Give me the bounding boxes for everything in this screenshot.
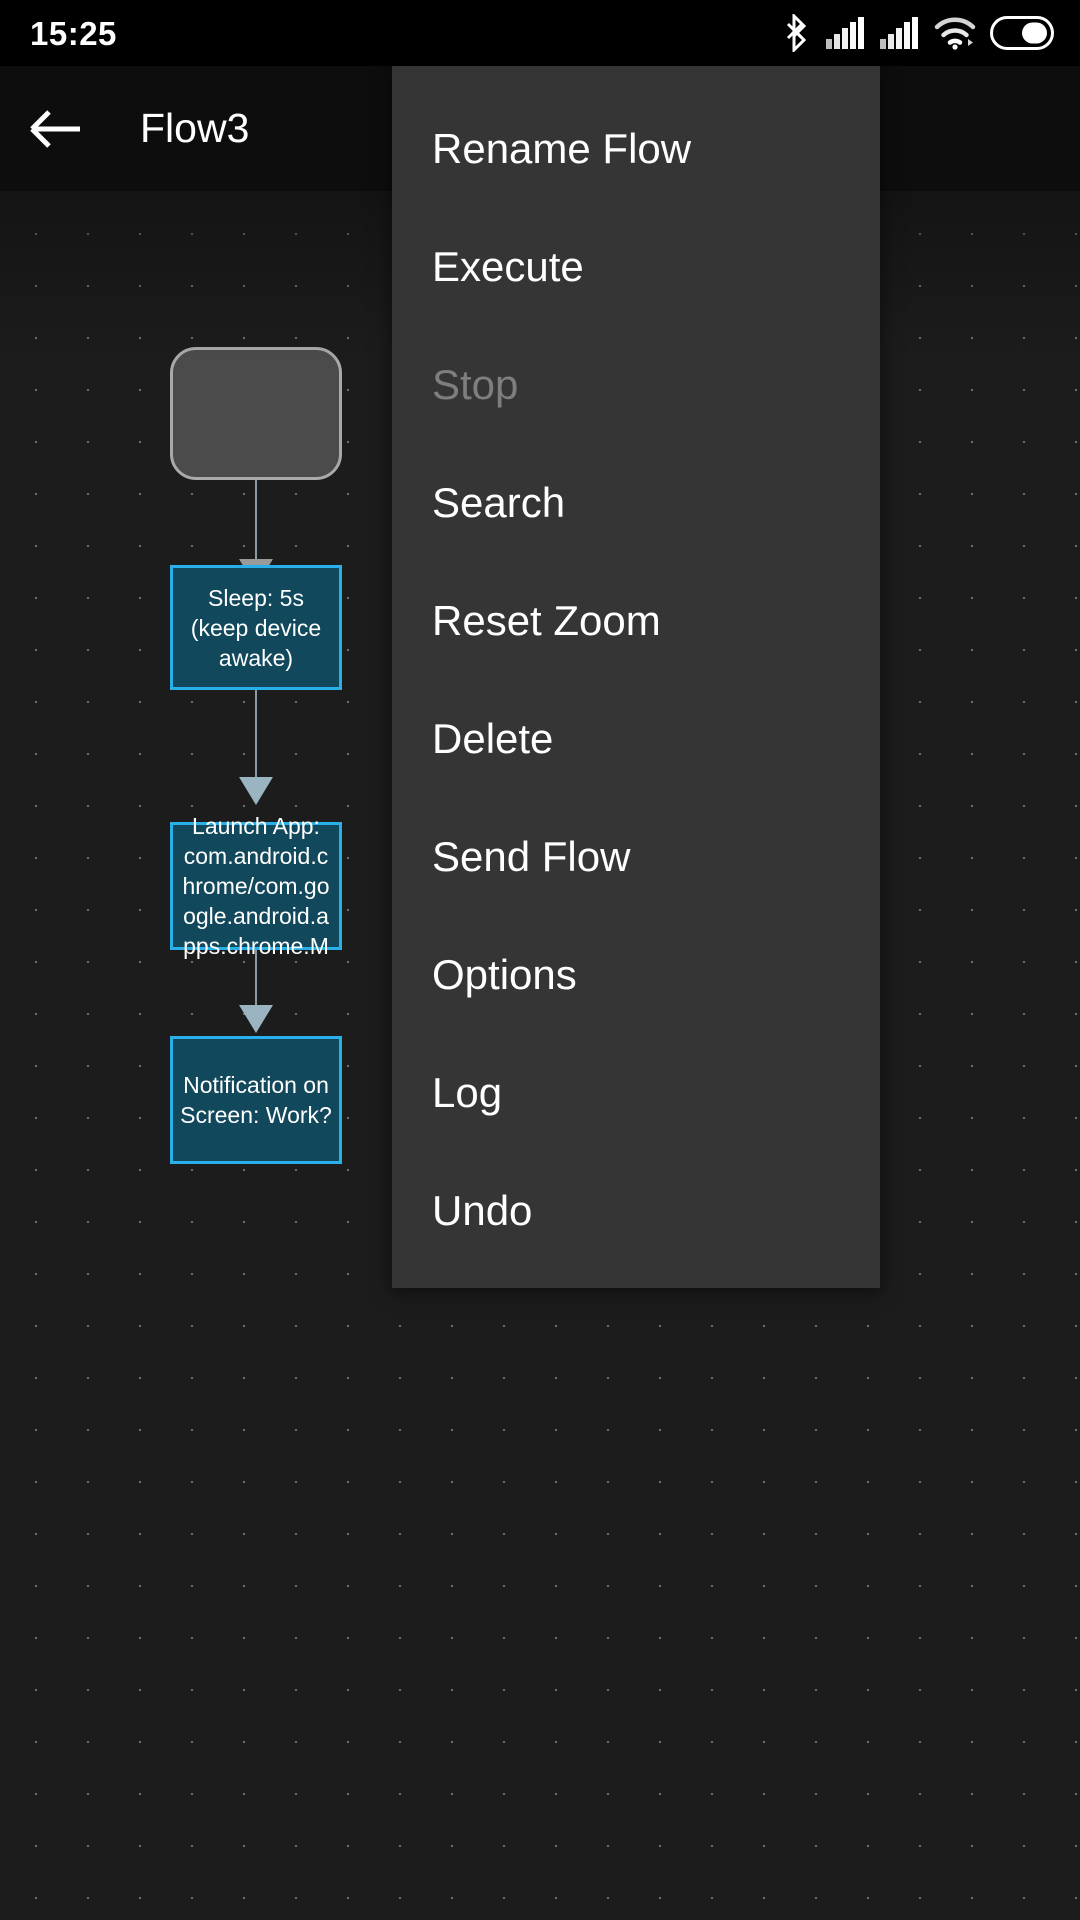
battery-icon — [990, 16, 1054, 50]
back-button[interactable] — [0, 66, 110, 191]
flow-node-launch-app-label: Launch App: com.android.chrome/com.googl… — [182, 813, 330, 959]
flow-node-launch-app[interactable]: Launch App: com.android.chrome/com.googl… — [170, 813, 342, 959]
menu-item-reset-zoom[interactable]: Reset Zoom — [432, 597, 661, 644]
flow-node-notification[interactable]: Notification on Screen: Work? — [170, 1036, 342, 1164]
bluetooth-icon — [786, 14, 807, 52]
signal-bars-sim1-icon — [826, 17, 864, 49]
page-title: Flow3 — [140, 105, 250, 151]
flow-node-notification-label: Notification on Screen: Work? — [180, 1072, 332, 1128]
menu-item-options[interactable]: Options — [432, 951, 577, 998]
menu-item-search[interactable]: Search — [432, 479, 566, 526]
menu-item-rename-flow[interactable]: Rename Flow — [432, 125, 692, 172]
menu-item-delete[interactable]: Delete — [432, 715, 554, 762]
overflow-menu[interactable]: Rename Flow Execute Stop Search Reset Zo… — [392, 66, 880, 1288]
status-bar-icons — [786, 14, 1054, 52]
flow-node-sleep-label: Sleep: 5s (keep device awake) — [190, 584, 322, 671]
flow-node-start[interactable] — [170, 347, 342, 480]
menu-item-log[interactable]: Log — [432, 1069, 503, 1116]
wifi-icon — [934, 17, 976, 50]
menu-item-execute[interactable]: Execute — [432, 243, 584, 290]
signal-bars-sim2-icon — [880, 17, 918, 49]
menu-item-stop: Stop — [432, 361, 519, 408]
menu-item-send-flow[interactable]: Send Flow — [432, 833, 631, 880]
status-bar: 15:25 — [0, 0, 1080, 66]
flow-node-sleep[interactable]: Sleep: 5s (keep device awake) — [170, 565, 342, 690]
arrow-left-icon — [30, 109, 80, 148]
menu-item-undo[interactable]: Undo — [432, 1187, 533, 1234]
status-bar-clock: 15:25 — [30, 14, 117, 52]
